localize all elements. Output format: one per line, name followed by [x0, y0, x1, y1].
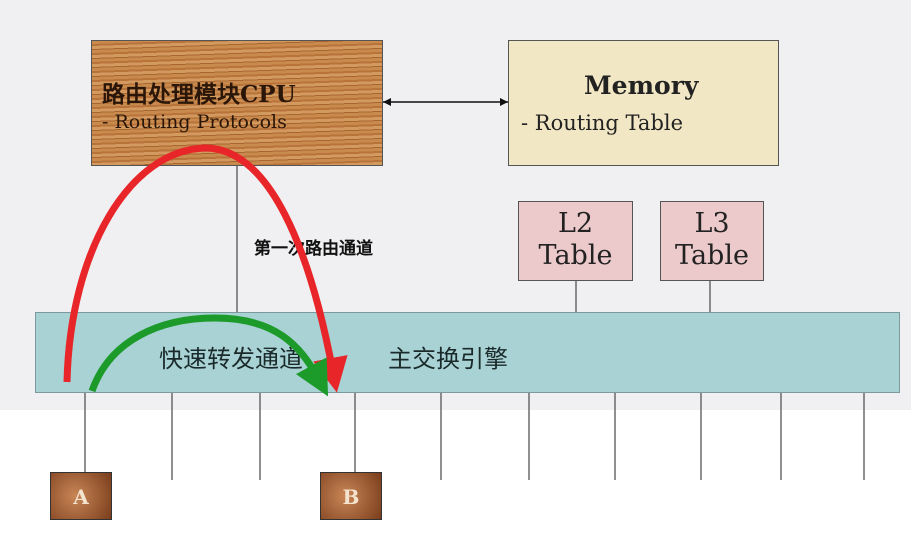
- main-switching-engine: 快速转发通道 主交换引擎: [35, 312, 900, 393]
- l3-line1: L3: [694, 208, 730, 239]
- fast-path-label: 快速转发通道: [159, 345, 303, 373]
- l3-table-box: L3 Table: [660, 201, 764, 281]
- port-a: A: [50, 472, 112, 520]
- memory-subtitle: - Routing Table: [521, 111, 684, 135]
- cpu-box: 路由处理模块CPU - Routing Protocols: [91, 40, 383, 166]
- cpu-title: 路由处理模块CPU: [102, 81, 296, 108]
- port-b: B: [320, 472, 382, 520]
- l2-line1: L2: [557, 208, 594, 239]
- memory-box: Memory - Routing Table: [508, 40, 779, 166]
- l2-line2: Table: [538, 240, 613, 271]
- engine-title: 主交换引擎: [388, 345, 508, 373]
- memory-title: Memory: [584, 71, 699, 100]
- first-route-label: 第一次路由通道: [254, 239, 373, 259]
- l2-table-box: L2 Table: [518, 201, 633, 281]
- fast-path-arrow: [88, 314, 329, 397]
- first-route-arrow: [63, 144, 348, 393]
- cpu-subtitle: - Routing Protocols: [102, 111, 287, 133]
- l3-line2: Table: [675, 240, 749, 271]
